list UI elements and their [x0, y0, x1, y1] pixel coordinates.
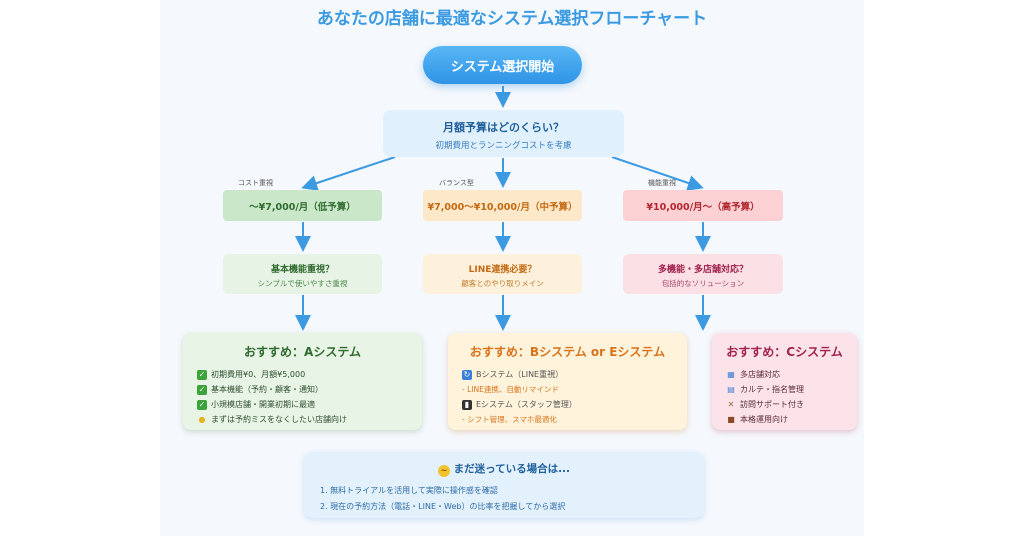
briefcase-icon: ■: [727, 414, 735, 424]
budget-question-title: 月額予算はどのくらい？: [443, 121, 564, 134]
phone-icon: ▮: [462, 399, 472, 410]
branch-tag-mid: バランス型: [439, 179, 474, 187]
lightbulb-icon: ●: [198, 414, 206, 424]
budget-question-node: 月額予算はどのくらい？ 初期費用とランニングコストを考慮: [383, 110, 624, 157]
store-icon: ▦: [727, 369, 735, 379]
check-icon: ✓: [197, 384, 207, 395]
list-item: ✓基本機能（予約・顧客・通知）: [197, 384, 323, 395]
budget-high-node: ¥10,000/月〜（高予算）: [623, 190, 783, 221]
arrow-question-to-high: [611, 156, 704, 191]
tip-item: ●まずは予約ミスをなくしたい店舗向け: [198, 414, 348, 425]
note-title: ~ まだ迷っている場合は...: [304, 461, 704, 477]
budget-low-node: 〜¥7,000/月（低予算）: [223, 190, 382, 221]
budget-question-subtitle: 初期費用とランニングコストを考慮: [435, 141, 572, 151]
refresh-icon: ↻: [462, 369, 472, 380]
list-item: ■本格運用向け: [727, 414, 788, 425]
list-item: ✕訪問サポート付き: [727, 399, 804, 410]
check-icon: ✓: [197, 399, 207, 410]
question-line-subtitle: 顧客とのやり取りメイン: [461, 279, 544, 288]
note-item: 2. 現在の予約方法（電話・LINE・Web）の比率を把握してから選択: [320, 502, 566, 511]
question-line-node: LINE連携必要？ 顧客とのやり取りメイン: [423, 254, 582, 294]
question-multi-subtitle: 包括的なソリューション: [661, 279, 745, 288]
branch-tag-high: 機能重視: [648, 179, 676, 187]
thinking-face-icon: ~: [437, 465, 450, 477]
list-item-detail: - シフト管理、スマホ最適化: [462, 415, 557, 424]
list-item: ✓小規模店舗・開業初期に最適: [197, 399, 315, 410]
list-item: ▦多店舗対応: [727, 369, 780, 380]
recommendation-c-card: おすすめ：Cシステム ▦多店舗対応 ▤カルテ・指名管理 ✕訪問サポート付き ■本…: [712, 333, 857, 430]
question-line-title: LINE連携必要？: [468, 265, 537, 275]
question-basic-node: 基本機能重視？ シンプルで使いやすさ重視: [223, 254, 382, 294]
list-item: ✓初期費用¥0、月額¥5,000: [197, 369, 306, 380]
recommendation-b-title: おすすめ：Bシステム or Eシステム: [469, 345, 666, 359]
list-item-detail: - LINE連携、自動リマインド: [462, 385, 559, 394]
branch-tag-low: コスト重視: [238, 179, 273, 187]
still-unsure-note: ~ まだ迷っている場合は... 1. 無料トライアルを活用して実際に操作感を確認…: [304, 452, 704, 518]
question-multi-title: 多機能・多店舗対応？: [657, 265, 748, 275]
question-basic-title: 基本機能重視？: [270, 265, 334, 275]
recommendation-a-title: おすすめ：Aシステム: [244, 345, 361, 359]
recommendation-a-card: おすすめ：Aシステム ✓初期費用¥0、月額¥5,000 ✓基本機能（予約・顧客・…: [183, 333, 422, 430]
check-icon: ✓: [197, 369, 207, 380]
list-item: ↻Bシステム（LINE重視）: [462, 369, 564, 380]
list-item: ▮Eシステム（スタッフ管理）: [462, 397, 673, 412]
start-node: システム選択開始: [423, 46, 582, 84]
note-item: 1. 無料トライアルを活用して実際に操作感を確認: [320, 486, 498, 495]
chart-icon: ▤: [727, 384, 735, 394]
question-basic-subtitle: シンプルで使いやすさ重視: [257, 279, 348, 288]
recommendation-b-card: おすすめ：Bシステム or Eシステム ↻Bシステム（LINE重視） - LIN…: [448, 333, 687, 430]
budget-mid-node: ¥7,000〜¥10,000/月（中予算）: [423, 190, 582, 221]
list-item: ▤カルテ・指名管理: [727, 384, 804, 395]
page-title: あなたの店舗に最適なシステム選択フローチャート: [316, 9, 708, 29]
arrow-question-to-low: [301, 156, 396, 191]
recommendation-c-title: おすすめ：Cシステム: [726, 345, 843, 359]
tools-icon: ✕: [727, 399, 735, 409]
question-multi-node: 多機能・多店舗対応？ 包括的なソリューション: [623, 254, 783, 294]
